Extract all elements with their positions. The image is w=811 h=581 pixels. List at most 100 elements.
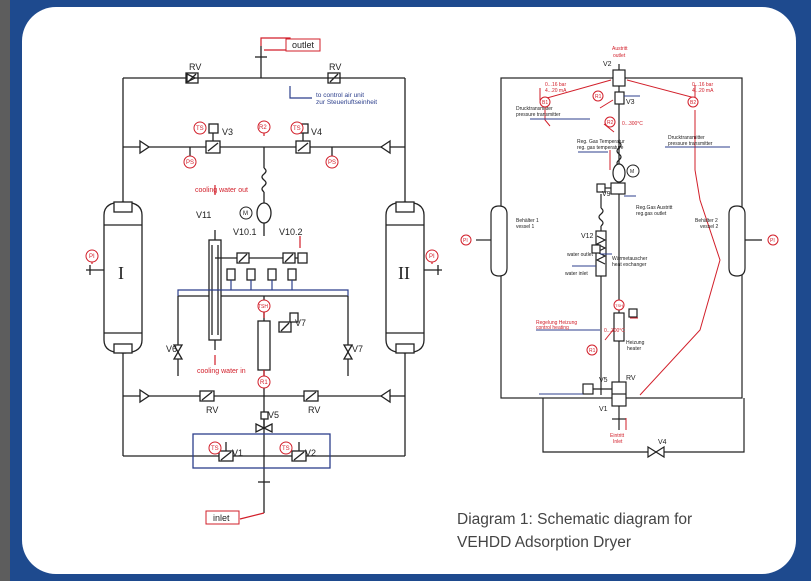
r-reg-heat-2: control heating [536, 325, 569, 331]
r-v9-label: V9 [602, 191, 611, 198]
right-vessel-1 [490, 205, 508, 277]
r-range-right-2: 4...20 mA [692, 88, 714, 94]
ts-v1-icon [208, 441, 222, 455]
r-v12-label: V12 [581, 233, 594, 240]
r-r1-top-icon [592, 90, 604, 102]
r-motor-label: M [630, 169, 634, 175]
valve-v2-label: V2 [305, 448, 316, 458]
r-v1-label: V1 [599, 406, 608, 413]
r-range-left-1: 0...16 bar [545, 82, 566, 88]
valve-v1-label: V1 [232, 448, 243, 458]
caption-line-1: Diagram 1: Schematic diagram for [457, 511, 693, 528]
r-v5-label: V5 [599, 377, 608, 384]
ts-v2-icon [279, 441, 293, 455]
r-austritt-label: Austritt [612, 46, 628, 52]
r-outlet-label: outlet [613, 53, 626, 59]
pi-left-icon [85, 249, 99, 263]
r-water-outlet: water outlet [567, 252, 593, 258]
r-reg-heat-range: 0...300°C [604, 328, 625, 334]
r-druck-right-2: pressure transmitter [668, 141, 713, 147]
r-druck-right-1: Drucktransmitter [668, 135, 705, 141]
vessel-right [385, 201, 425, 354]
r-hx-2: heat exchanger [612, 262, 647, 268]
r-reg-temp-2: reg. gas temperature [577, 145, 624, 151]
valve-v5-label: V5 [268, 410, 279, 420]
ts-v3-label: TS [196, 126, 204, 132]
valve-v7-label-center: V7 [295, 318, 306, 328]
rv-valve-top-left-icon [186, 72, 197, 84]
left-blue-box [192, 433, 331, 469]
r-r1-bottom-label: R1 [589, 348, 596, 354]
valve-v6-label: V6 [166, 344, 177, 354]
r-eintritt-label: Eintritt [610, 433, 625, 439]
left-inlet-tag [205, 510, 240, 525]
r-reg-heat-1: Regelung Heizung [536, 320, 577, 326]
r-v3-label: V3 [626, 99, 635, 106]
r-range-temp: 0...300°C [622, 121, 643, 127]
valve-v7-label-left: V7 [352, 344, 363, 354]
left-schematic [86, 46, 442, 520]
r-b1-label: B1 [542, 100, 548, 106]
ps-right-icon [325, 155, 339, 169]
pi-left-label: PI [89, 254, 95, 260]
ts-v4-icon [290, 121, 304, 135]
vessel-right-label: II [398, 263, 410, 283]
r-pi-left-label: PI [463, 238, 468, 244]
r2-label: R2 [259, 125, 267, 131]
rv-valve-top-left-body [185, 72, 199, 84]
ts-v2-label: TS [282, 446, 290, 452]
left-outlet-label: outlet [292, 40, 315, 50]
right-schematic [476, 64, 762, 459]
motor-left-icon [239, 206, 253, 220]
tsh-left-icon [257, 299, 271, 313]
vessel-left [103, 201, 143, 354]
rv-valve-top-right-body [327, 72, 341, 84]
vessel-left-label: I [118, 263, 124, 283]
valve-v3-label: V3 [222, 127, 233, 137]
valve-v4-label: V4 [311, 127, 322, 137]
valve-v11-label: V11 [196, 210, 211, 220]
r1-indicator-icon [257, 375, 271, 389]
r-water-inlet: water inlet [565, 271, 588, 277]
r-motor-icon [626, 164, 640, 178]
ps-right-label: PS [328, 160, 336, 166]
r-r1-bottom-icon [586, 344, 598, 356]
pi-right-label: PI [429, 254, 435, 260]
ts-v1-label: TS [211, 446, 219, 452]
r-reg-outlet-1: Reg.Gas Austritt [636, 205, 673, 211]
r-pi-right-icon [767, 234, 779, 246]
rv-valve-top-right-icon [329, 73, 339, 83]
r-reg-temp-1: Reg. Gas Temperatur [577, 139, 625, 145]
tsh-left-label: TSH [258, 304, 268, 310]
rv-label-top-right: RV [329, 62, 341, 72]
r-druck-left-2: pressure transmitter [516, 112, 561, 118]
r-druck-left-1: Drucktransmitter [516, 106, 553, 112]
r-vessel2-1: Behälter 2 [695, 218, 718, 224]
r-b1-icon [539, 96, 551, 108]
heater-center [257, 320, 271, 371]
center-spring [261, 167, 267, 193]
r-b2-icon [687, 96, 699, 108]
r-inlet-label: Inlet [613, 439, 623, 445]
r-vessel1-1: Behälter 1 [516, 218, 539, 224]
r-rv-label: RV [626, 375, 636, 382]
cooling-out-label: cooling water out [195, 187, 248, 194]
motor-left-label: M [243, 211, 248, 217]
ts-v3-icon [193, 121, 207, 135]
r-pi-right-label: PI [770, 238, 775, 244]
r-heater-1: Heizung [626, 340, 645, 346]
r-reg-outlet-2: reg.gas outlet [636, 211, 667, 217]
right-vessel-2 [728, 205, 746, 277]
rv-label-top-left: RV [189, 62, 201, 72]
r-hx-1: Wärmetauscher [612, 256, 648, 262]
r-vessel1-2: vessel 1 [516, 224, 535, 230]
r-vessel2-2: vessel 2 [700, 224, 719, 230]
r-v2-label: V2 [603, 61, 612, 68]
r-tsh-icon [613, 299, 625, 311]
r-range-right-1: 0...16 bar [692, 82, 713, 88]
caption-line-2: VEHDD Adsorption Dryer [457, 534, 632, 551]
left-outlet-tag [285, 38, 321, 52]
r-r2-label: R2 [607, 120, 614, 126]
r-tsh-label: TSH [615, 303, 623, 308]
